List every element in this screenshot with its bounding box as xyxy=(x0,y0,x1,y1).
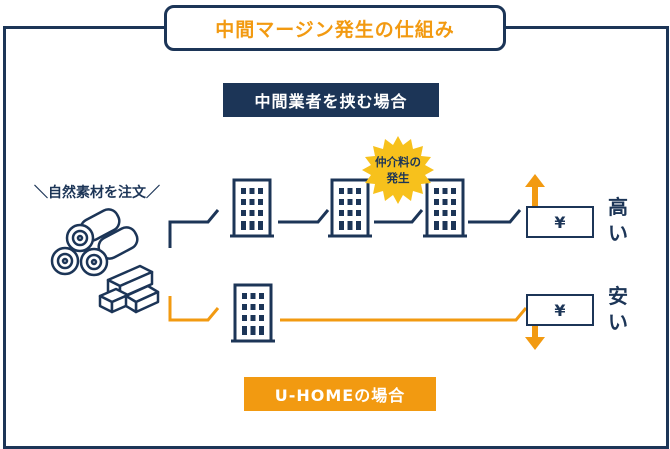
low-price-label: 安い xyxy=(608,284,628,334)
building-icon xyxy=(423,178,467,238)
fee-badge-line2: 発生 xyxy=(386,171,410,185)
low-price-box: ¥ xyxy=(526,294,594,326)
uhome-route xyxy=(168,296,528,322)
middlemen-scenario-label: 中間業者を挟む場合 xyxy=(223,83,439,117)
building-icon xyxy=(328,178,372,238)
wood-blocks-icon xyxy=(98,264,160,314)
fee-starburst-badge xyxy=(362,136,434,204)
uhome-scenario-label: U-HOMEの場合 xyxy=(244,377,436,411)
building-icon xyxy=(230,178,274,238)
high-price-box: ¥ xyxy=(526,206,594,238)
up-arrow-icon xyxy=(525,174,545,206)
building-icon xyxy=(231,283,275,343)
order-label: ＼自然素材を注文／ xyxy=(34,185,160,201)
down-arrow-icon xyxy=(525,318,545,350)
diagram-title: 中間マージン発生の仕組み xyxy=(164,5,506,51)
middlemen-route xyxy=(168,209,522,248)
high-price-label: 高い xyxy=(608,195,628,245)
lumber-logs-icon xyxy=(50,208,139,277)
fee-badge-line1: 仲介料の xyxy=(375,155,421,169)
fee-badge-text: 仲介料の 発生 xyxy=(362,154,434,186)
